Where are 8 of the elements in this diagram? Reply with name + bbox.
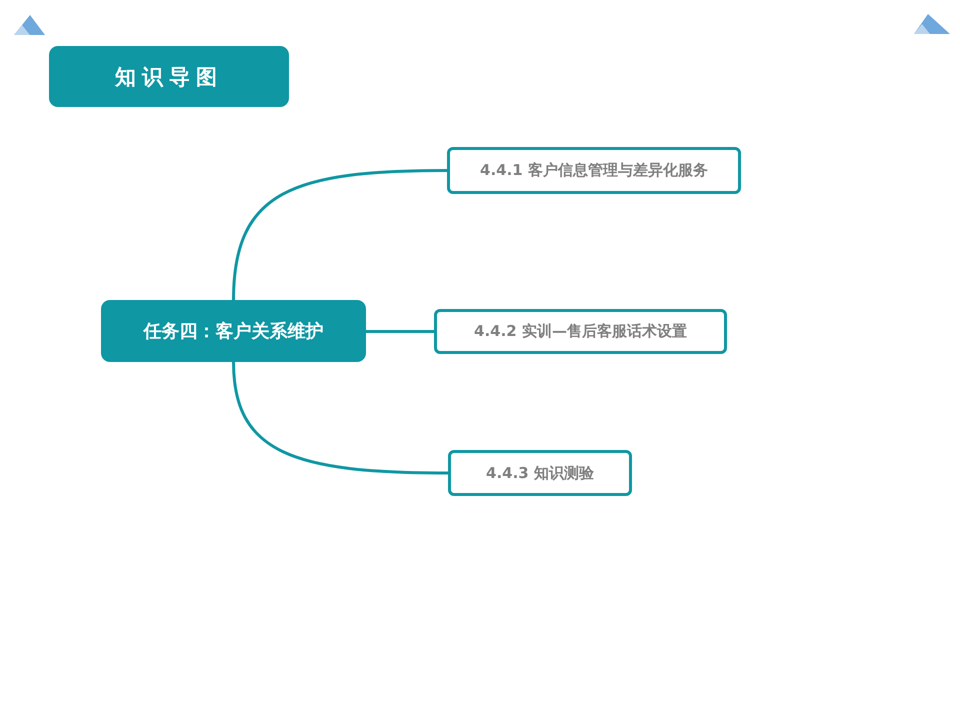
subtopic-box: 4.4.2 实训—售后客服话术设置: [434, 309, 727, 354]
connector-line: [232, 169, 448, 300]
connector-line: [366, 330, 434, 333]
topic-box: 任务四：客户关系维护: [101, 300, 366, 362]
connector-line: [232, 362, 448, 474]
subtopic-box: 4.4.1 客户信息管理与差异化服务: [447, 147, 741, 194]
title-banner: 知识导图: [49, 46, 289, 107]
subtopic-box: 4.4.3 知识测验: [448, 450, 632, 496]
